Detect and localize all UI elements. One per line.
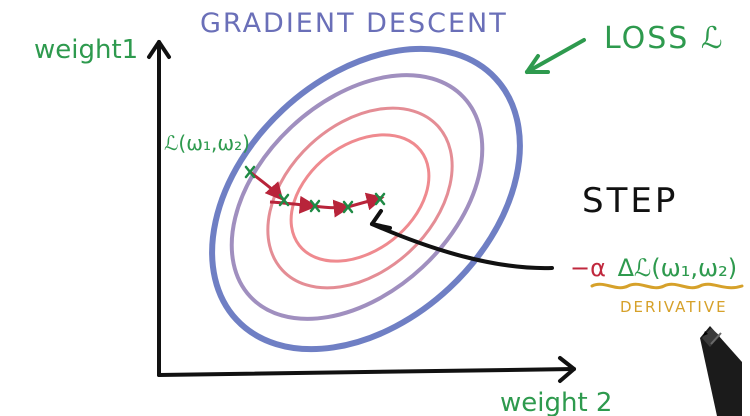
step-arrow: [347, 192, 385, 211]
step-marker: [374, 192, 386, 206]
loss-pointer-arrow: [525, 38, 586, 74]
formula-body: Δℒ(ω₁,ω₂): [618, 254, 738, 282]
pen-icon: [700, 326, 742, 416]
derivative-underline: [590, 282, 744, 290]
y-axis: [147, 40, 171, 377]
loss-label: LOSS ℒ: [604, 21, 725, 56]
step-label: STEP: [582, 181, 678, 221]
contour-outer: [209, 45, 523, 353]
step-marker: [342, 200, 354, 214]
step-marker: [278, 193, 290, 207]
derivative-label: DERIVATIVE: [620, 298, 728, 316]
x-axis-label: weight 2: [500, 388, 612, 416]
diagram-title: GRADIENT DESCENT: [200, 8, 508, 39]
contour-third: [266, 106, 454, 290]
formula-prefix: −α: [570, 254, 606, 282]
step-pointer-arrow: [370, 209, 554, 271]
step-marker: [309, 199, 321, 213]
loss-point-label: ℒ(ω₁,ω₂): [164, 131, 250, 155]
loss-contours: [209, 45, 523, 353]
step-formula: −α Δℒ(ω₁,ω₂): [570, 254, 737, 282]
step-marker: [244, 165, 256, 179]
step-arrow: [269, 195, 318, 214]
x-axis: [157, 356, 576, 383]
contour-inner: [289, 133, 431, 263]
y-axis-label: weight1: [34, 35, 138, 65]
descent-path: [244, 165, 386, 218]
step-arrow: [313, 199, 352, 218]
contour-second: [229, 73, 485, 321]
